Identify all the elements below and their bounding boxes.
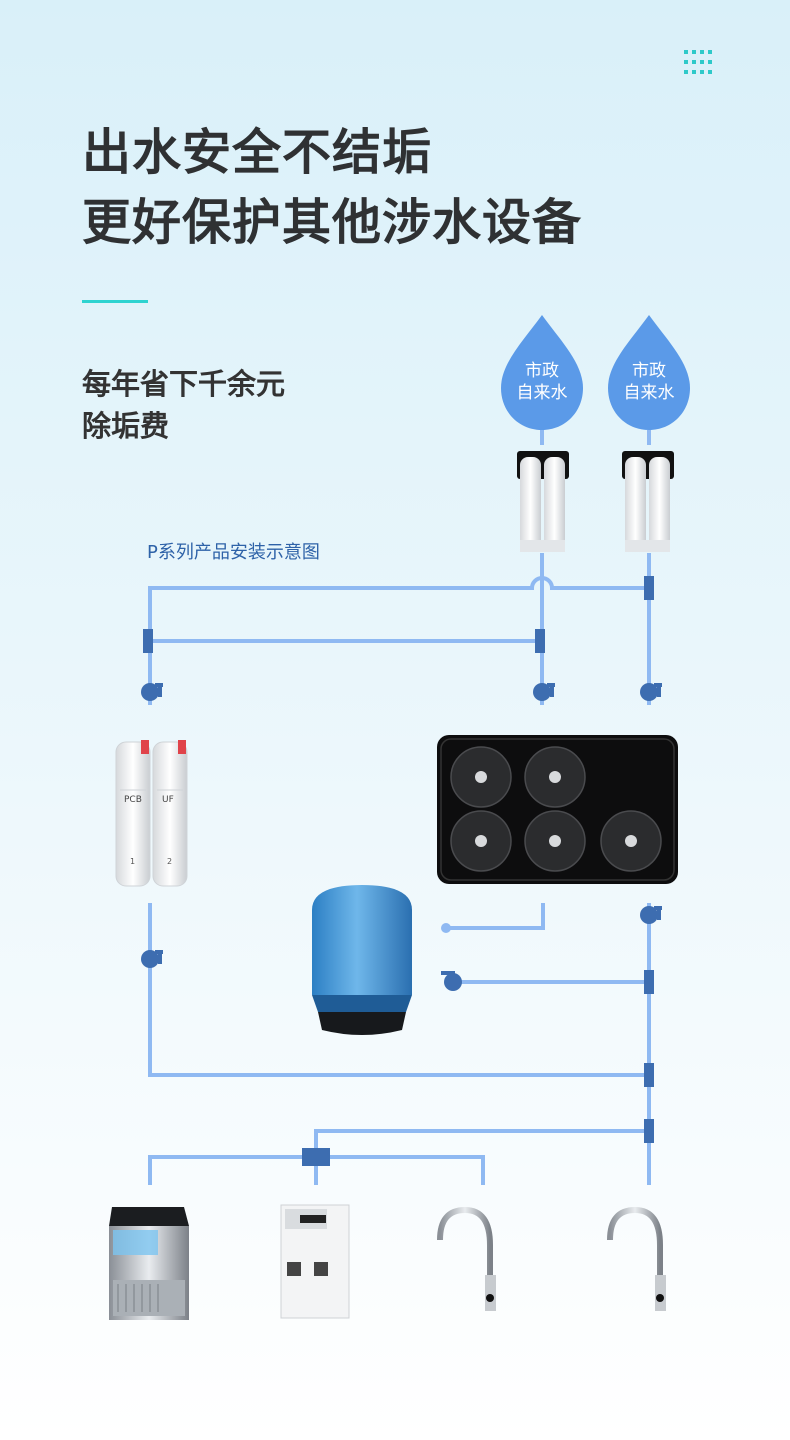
- water-drop-icon: [608, 315, 690, 430]
- filter-label-uf: UF: [162, 795, 174, 805]
- savings-line-1: 每年省下千余元: [82, 367, 286, 401]
- valve-icon: [533, 683, 555, 701]
- accent-divider: [82, 300, 148, 303]
- prefilter-icon: [517, 451, 569, 552]
- water-source-label-2: 市政 自来水: [623, 361, 675, 403]
- grid-dots-icon: [684, 50, 712, 74]
- pipe-connectors: [143, 576, 654, 1166]
- prefilter-icon: [622, 451, 674, 552]
- valve-icon: [640, 906, 662, 924]
- ice-maker-icon: [109, 1207, 189, 1320]
- valve-icon: [141, 683, 163, 701]
- valve-icon: [441, 971, 462, 991]
- faucet-icon: [607, 1206, 666, 1311]
- water-drop-icon: [501, 315, 583, 430]
- title-line-2: 更好保护其他涉水设备: [82, 194, 583, 251]
- filter-number-1: 1: [130, 857, 135, 866]
- savings-line-2: 除垢费: [82, 409, 170, 443]
- ro-purifier-icon: [437, 735, 678, 884]
- filter-number-2: 2: [167, 857, 172, 866]
- diagram-caption: P系列产品安装示意图: [147, 542, 320, 563]
- two-stage-filter-icon: [115, 740, 188, 887]
- water-source-label-1: 市政 自来水: [516, 361, 568, 403]
- savings-text: 每年省下千余元 除垢费: [82, 363, 285, 447]
- filter-label-pcb: PCB: [124, 795, 142, 805]
- title-line-1: 出水安全不结垢: [82, 124, 433, 181]
- faucet-icon: [437, 1206, 496, 1311]
- water-boiler-icon: [280, 1204, 350, 1319]
- valve-icon: [640, 683, 662, 701]
- valve-icon: [141, 950, 163, 968]
- pressure-tank-icon: [312, 885, 412, 1035]
- page-title: 出水安全不结垢 更好保护其他涉水设备: [82, 118, 582, 258]
- valves: [141, 683, 662, 991]
